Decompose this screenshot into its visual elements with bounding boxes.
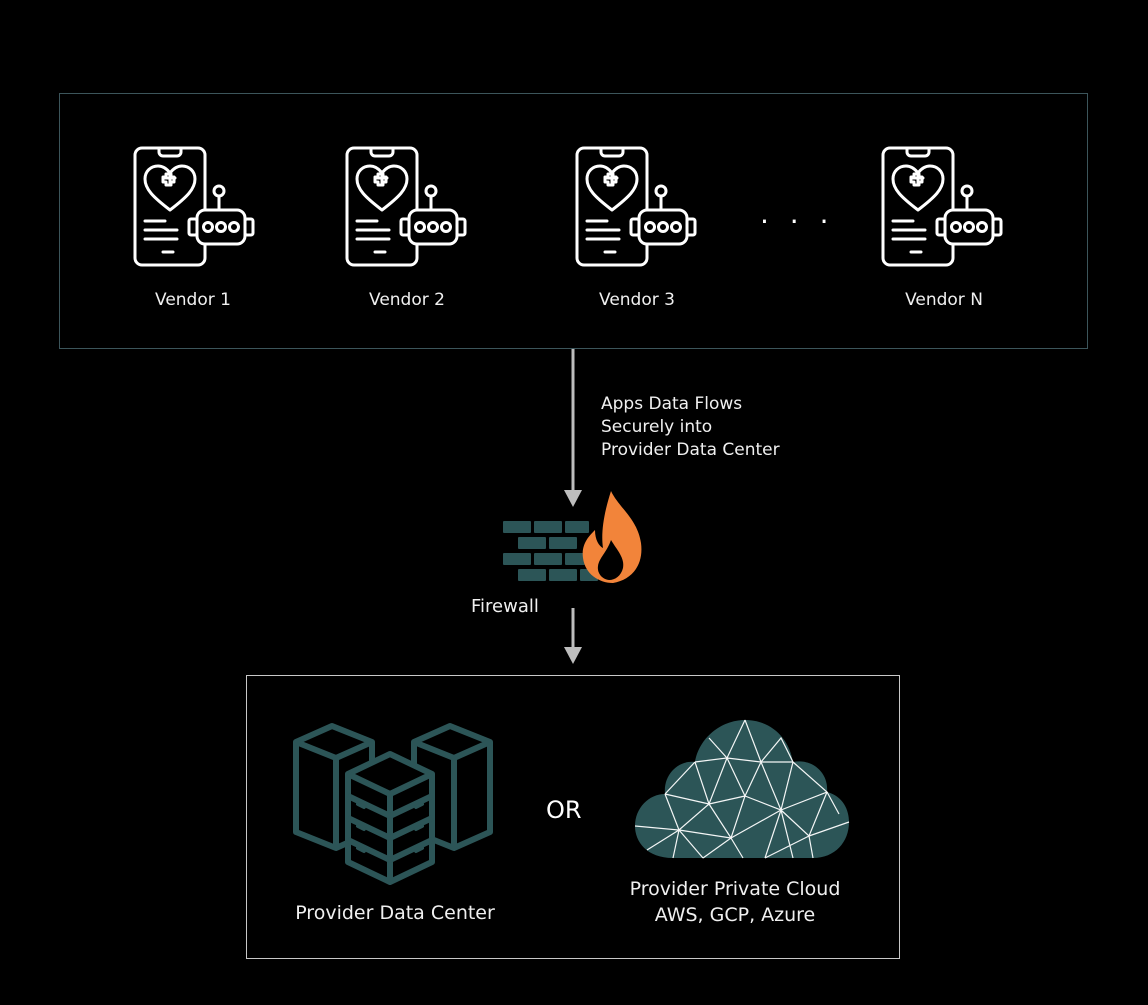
- vendors-container: [59, 93, 1088, 349]
- flow-annotation: Apps Data Flows Securely into Provider D…: [601, 393, 780, 462]
- destination-container: [246, 675, 900, 959]
- firewall-icon: [503, 491, 642, 583]
- flow-annotation-line: Securely into: [601, 417, 713, 437]
- flow-annotation-line: Apps Data Flows: [601, 394, 743, 414]
- vendor-label: Vendor 3: [599, 290, 675, 310]
- vendor-n: Vendor N: [881, 145, 1021, 325]
- vendor-label: Vendor 2: [369, 290, 445, 310]
- vendor-label: Vendor 1: [155, 290, 231, 310]
- vendor-label: Vendor N: [905, 290, 983, 310]
- vendor-2: Vendor 2: [345, 145, 485, 325]
- private-cloud-icon: [634, 719, 850, 859]
- more-vendors-ellipsis: · · ·: [760, 205, 835, 238]
- firewall-label: Firewall: [471, 596, 539, 617]
- private-cloud-providers: AWS, GCP, Azure: [654, 904, 816, 926]
- data-center-label: Provider Data Center: [295, 902, 495, 924]
- or-label: OR: [546, 796, 582, 824]
- server-cluster-icon: [293, 723, 493, 885]
- flow-annotation-line: Provider Data Center: [601, 440, 780, 460]
- private-cloud-label: Provider Private Cloud AWS, GCP, Azure: [610, 876, 860, 928]
- vendor-3: Vendor 3: [575, 145, 715, 325]
- private-cloud-title: Provider Private Cloud: [629, 878, 841, 900]
- vendor-1: Vendor 1: [133, 145, 273, 325]
